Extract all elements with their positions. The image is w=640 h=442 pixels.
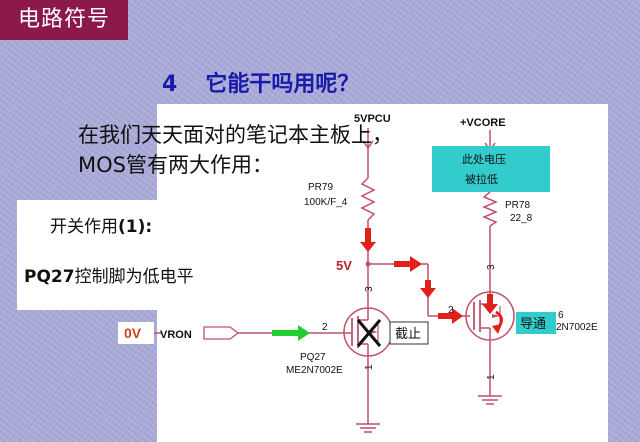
- q-left-ref: PQ27: [300, 352, 326, 363]
- note-line2: 被拉低: [465, 172, 498, 186]
- resistor-pr79: [360, 177, 376, 221]
- section-label: 电路符号: [0, 0, 128, 40]
- current-arrow-green: [272, 325, 310, 341]
- rail-vcore: +VCORE: [460, 117, 506, 152]
- intro-line1: 在我们天天面对的笔记本主板上，: [78, 123, 393, 147]
- input-voltage-label: 0V: [124, 325, 142, 341]
- intro-line2: MOS管有两大作用：: [78, 153, 273, 177]
- heading-number: 4: [162, 72, 178, 97]
- rail-right-label: +VCORE: [460, 117, 506, 129]
- q-right-ref: 6: [558, 310, 564, 321]
- resistor-left-value: 100K/F_4: [304, 197, 348, 208]
- q-left-part: ME2N7002E: [286, 365, 343, 376]
- q-left-state: 截止: [395, 327, 421, 342]
- resistor-right-value: 22_8: [510, 213, 533, 224]
- q-left-gate-pin: 2: [322, 322, 328, 333]
- callout-title: 开关作用(1):: [50, 212, 152, 237]
- note-line1: 此处电压: [462, 153, 506, 166]
- callout-text: PQ27控制脚为低电平: [24, 262, 194, 287]
- ground-right: [478, 395, 502, 405]
- slide-heading: 4 它能干吗用呢？: [162, 66, 359, 98]
- resistor-pr78: [482, 191, 498, 227]
- input-net-label: VRON: [160, 329, 192, 341]
- callout-text-bold: PQ27: [24, 267, 75, 287]
- current-arrow-down-left: [360, 228, 376, 252]
- state-label-left: 截止: [389, 321, 429, 345]
- current-arrow-right-gate: [438, 308, 463, 324]
- q-right-drain-pin: 3: [486, 264, 497, 270]
- resistor-right-ref: PR78: [505, 200, 530, 211]
- rail-left-label: 5VPCU: [354, 113, 391, 125]
- callout-box: [17, 200, 245, 310]
- callout-text-rest: 控制脚为低电平: [74, 267, 194, 287]
- mosfet-q-right: [465, 291, 515, 396]
- q-right-source-pin: 1: [486, 374, 497, 380]
- state-label-right: 导通: [516, 312, 556, 334]
- callout-title-suffix: (1):: [118, 217, 153, 237]
- current-arrow-down-node: [420, 280, 436, 298]
- callout-title-prefix: 开关作用: [50, 217, 118, 237]
- ground-left: [356, 370, 380, 433]
- current-arrow-right: [394, 256, 422, 272]
- q-left-source-pin: 1: [364, 364, 375, 370]
- input-0v: 0V: [118, 322, 154, 344]
- voltage-note-box: 此处电压 被拉低: [432, 146, 550, 192]
- q-right-state: 导通: [520, 317, 546, 332]
- intro-text: 在我们天天面对的笔记本主板上， MOS管有两大作用：: [78, 120, 393, 180]
- heading-text: 它能干吗用呢？: [205, 72, 360, 97]
- q-left-drain-pin: 3: [364, 286, 375, 292]
- q-right-part: 2N7002E: [556, 322, 598, 333]
- resistor-left-ref: PR79: [308, 182, 333, 193]
- node-voltage-label: 5V: [336, 258, 352, 273]
- q-right-gate-pin: 2: [448, 305, 454, 316]
- net-flag: [203, 326, 240, 340]
